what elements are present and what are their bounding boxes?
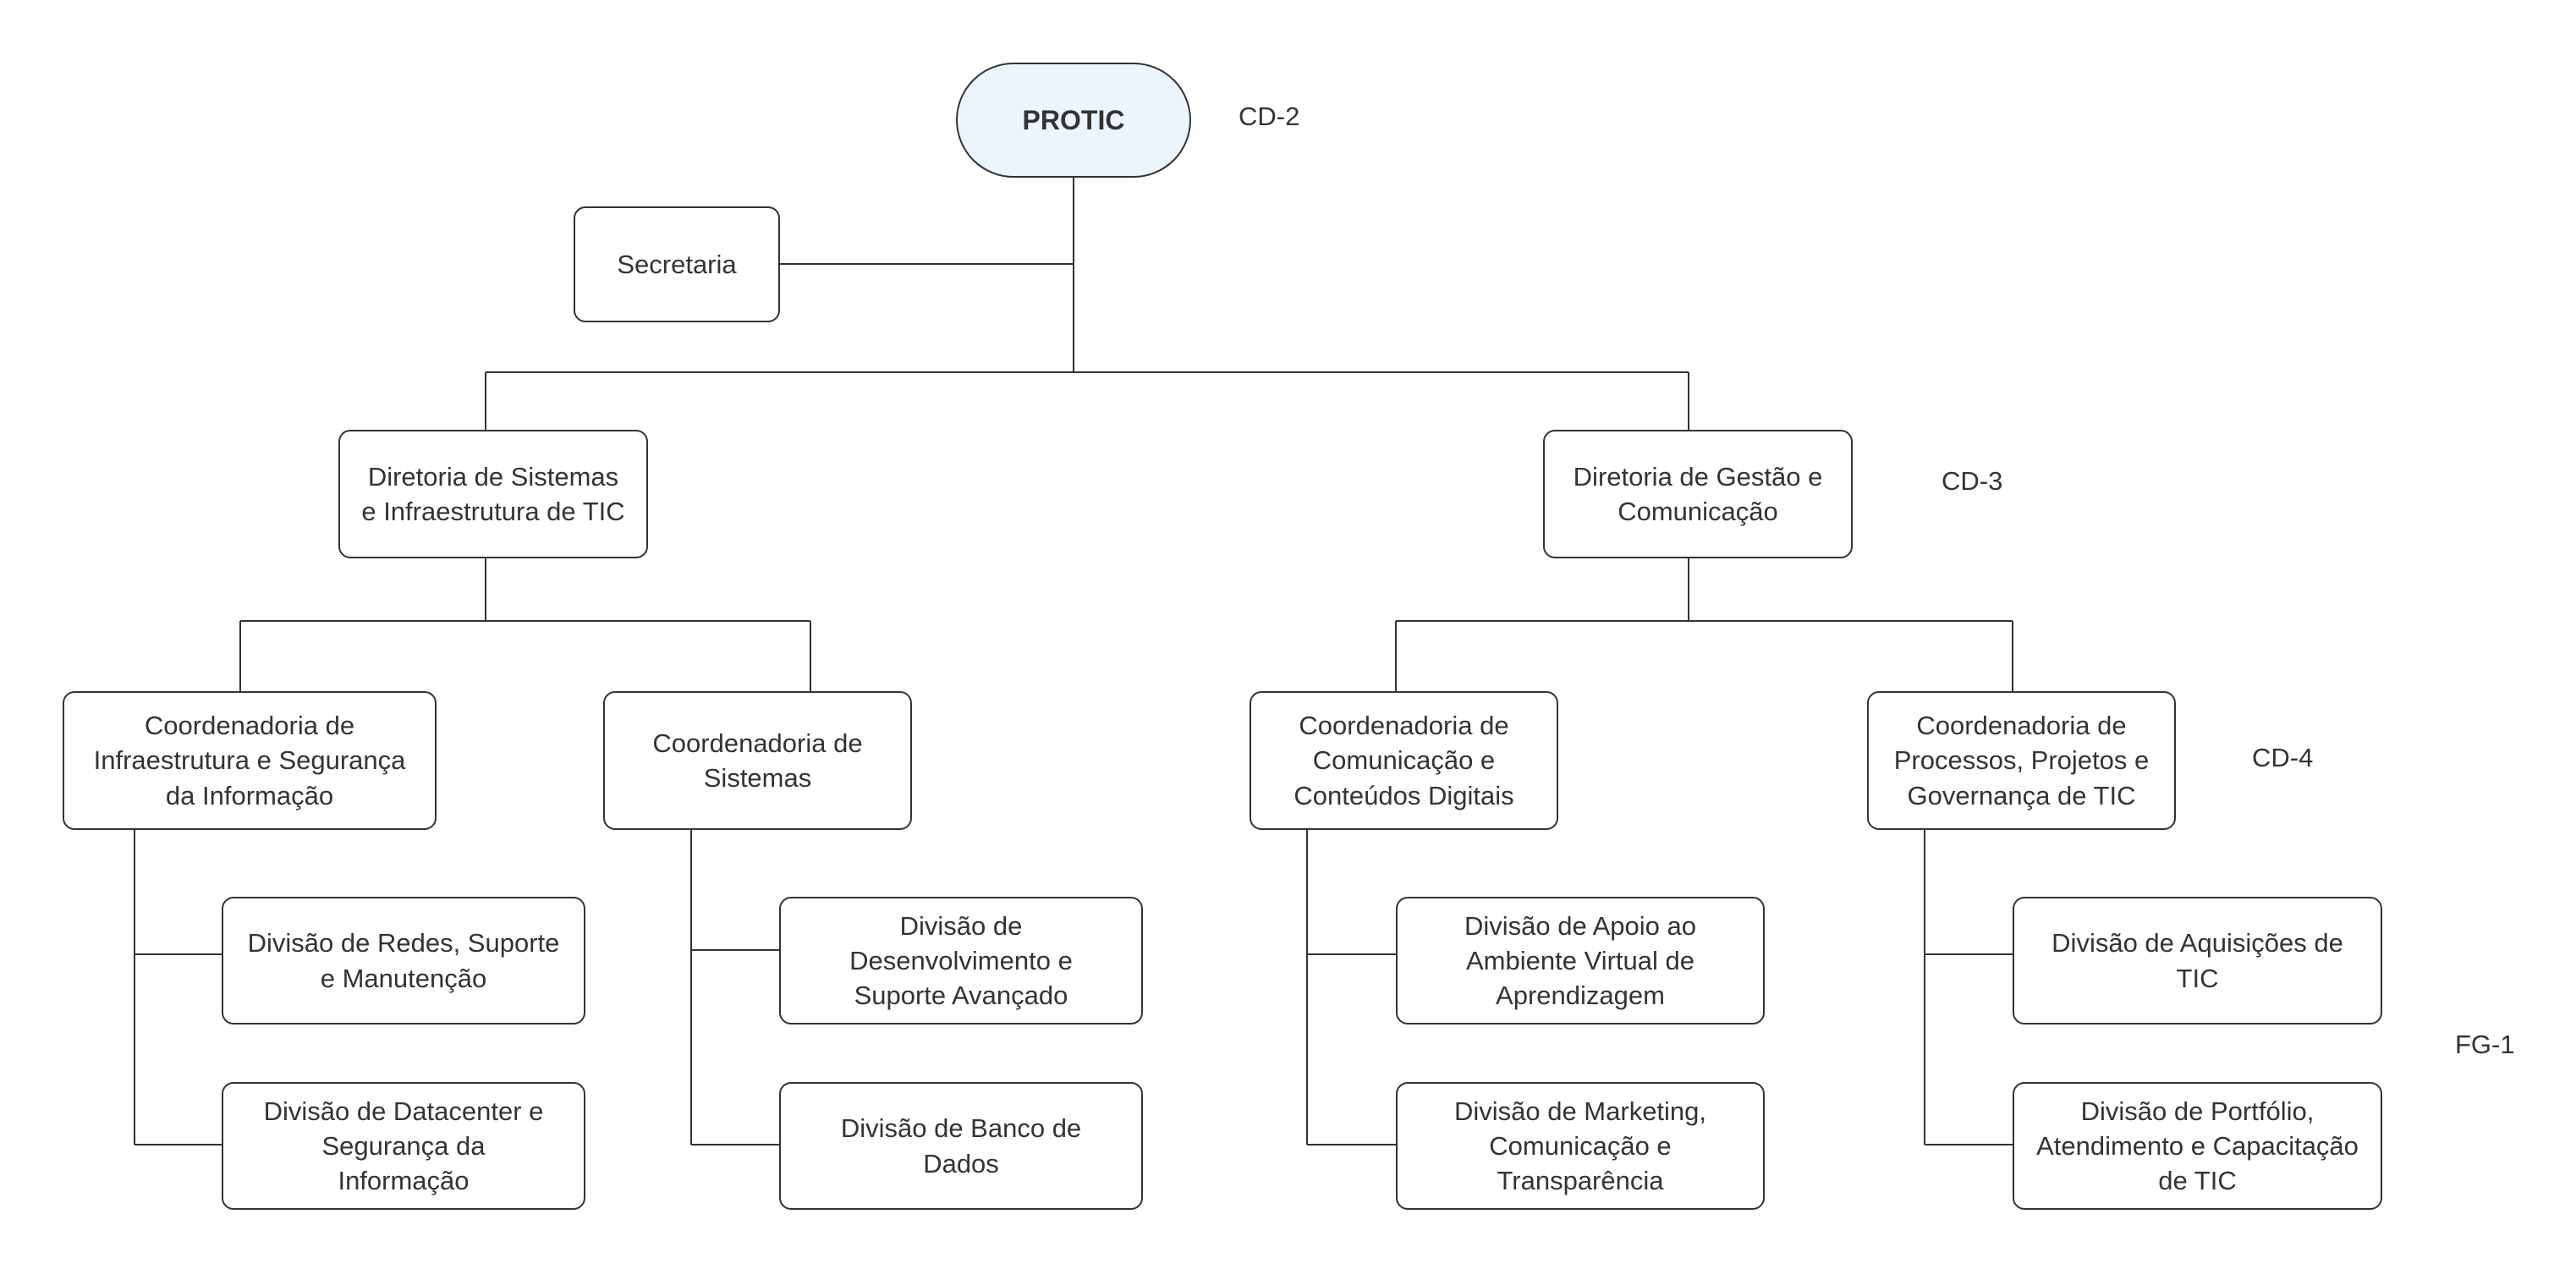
node-divisao-portfolio: Divisão de Portfólio, Atendimento e Capa… — [2013, 1082, 2382, 1210]
node-divisao-apoio: Divisão de Apoio ao Ambiente Virtual de … — [1396, 897, 1765, 1025]
node-coordenadoria-sistemas: Coordenadoria de Sistemas — [603, 691, 912, 830]
node-label-line: Transparência — [1497, 1166, 1664, 1196]
node-label-line: Ambiente Virtual de — [1466, 945, 1694, 975]
node-divisao-marketing: Divisão de Marketing, Comunicação e Tran… — [1396, 1082, 1765, 1210]
node-label-line: Coordenadoria de — [1916, 711, 2127, 741]
node-label-line: da Informação — [165, 780, 334, 810]
node-label-line: Atendimento e Capacitação — [2036, 1130, 2359, 1161]
node-label-line: Comunicação e — [1312, 745, 1496, 776]
node-divisao-desenvolvimento: Divisão de Desenvolvimento e Suporte Ava… — [779, 897, 1143, 1025]
node-divisao-aquisicoes: Divisão de Aquisições de TIC — [2013, 897, 2382, 1025]
node-diretoria-sistemas: Diretoria de Sistemas e Infraestrutura d… — [338, 430, 648, 558]
level-tag-cd3: CD-3 — [1942, 466, 2003, 496]
node-label-line: Secretaria — [617, 249, 737, 279]
node-label-line: TIC — [2176, 963, 2219, 993]
node-label-line: Divisão de Apoio ao — [1464, 910, 1697, 941]
node-label-line: Governança de TIC — [1907, 780, 2136, 810]
node-divisao-banco-dados: Divisão de Banco de Dados — [779, 1082, 1143, 1210]
level-tag-fg1: FG-1 — [2455, 1030, 2515, 1059]
node-label-line: Divisão de Banco de — [840, 1113, 1082, 1144]
node-label-line: Conteúdos Digitais — [1293, 780, 1514, 810]
node-label-line: Divisão de — [899, 910, 1023, 941]
node-label-line: Suporte Avançado — [854, 981, 1068, 1011]
node-label-line: Comunicação e — [1489, 1130, 1672, 1161]
node-label-line: Divisão de Marketing, — [1453, 1096, 1707, 1126]
node-label-line: Processos, Projetos e — [1893, 745, 2150, 776]
node-label-line: Aprendizagem — [1496, 981, 1665, 1011]
node-label-line: e Infraestrutura de TIC — [361, 497, 625, 526]
node-coordenadoria-infraestrutura: Coordenadoria de Infraestrutura e Segura… — [63, 691, 437, 830]
node-label-line: Diretoria de Sistemas — [367, 461, 619, 492]
node-coordenadoria-processos: Coordenadoria de Processos, Projetos e G… — [1867, 691, 2176, 830]
node-label-line: Divisão de Aquisições de — [2051, 928, 2343, 959]
node-diretoria-gestao: Diretoria de Gestão e Comunicação — [1543, 430, 1853, 558]
node-label-line: Comunicação — [1618, 497, 1778, 526]
node-label-line: Divisão de Portfólio, — [2080, 1096, 2315, 1126]
node-label-line: PROTIC — [1022, 104, 1125, 135]
node-label-line: de TIC — [2158, 1166, 2237, 1196]
node-label-line: Segurança da — [321, 1130, 486, 1161]
node-protic: PROTIC — [956, 63, 1191, 178]
node-secretaria: Secretaria — [574, 206, 780, 322]
node-label-line: Desenvolvimento e — [849, 945, 1073, 975]
level-tag-cd4: CD-4 — [2252, 743, 2314, 772]
node-divisao-datacenter: Divisão de Datacenter e Segurança da Inf… — [222, 1082, 585, 1210]
node-label-line: Infraestrutura e Segurança — [93, 745, 406, 776]
node-label-line: Dados — [923, 1148, 999, 1178]
node-divisao-redes: Divisão de Redes, Suporte e Manutenção — [222, 897, 585, 1025]
node-label-line: Informação — [338, 1166, 470, 1196]
node-label-line: Coordenadoria de — [144, 711, 355, 741]
node-coordenadoria-comunicacao: Coordenadoria de Comunicação e Conteúdos… — [1250, 691, 1558, 830]
node-label-line: Coordenadoria de — [1299, 711, 1509, 741]
node-label-line: Diretoria de Gestão e — [1573, 461, 1823, 492]
node-label-line: e Manutenção — [320, 963, 487, 993]
node-label-line: Divisão de Datacenter e — [263, 1096, 544, 1126]
node-label-line: Coordenadoria de — [652, 728, 863, 758]
node-label-line: Divisão de Redes, Suporte — [247, 928, 560, 959]
node-label-line: Sistemas — [703, 763, 812, 793]
level-tag-cd2: CD-2 — [1239, 102, 1300, 131]
